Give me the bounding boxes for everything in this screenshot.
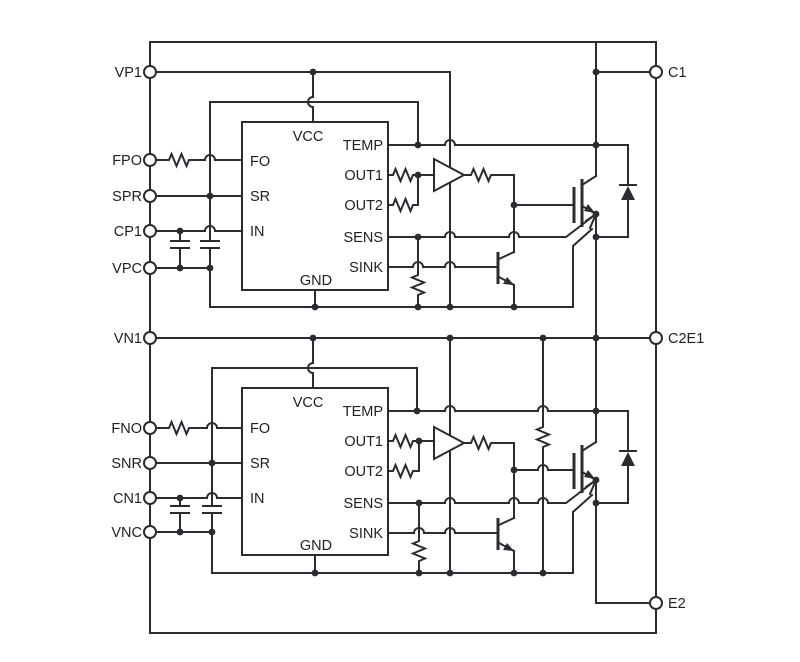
ic-bottom-sens-label: SENS: [344, 496, 384, 512]
terminal-vp1: [143, 65, 157, 79]
wires-bottom-section: [155, 337, 651, 604]
ic-top-vcc-label: VCC: [293, 129, 324, 145]
terminal-cp1: [143, 224, 157, 238]
wires-top-section: [155, 41, 651, 443]
terminal-c2e1-label: C2E1: [668, 331, 704, 347]
terminal-snr-label: SNR: [111, 456, 142, 472]
terminal-vpc: [143, 261, 157, 275]
ic-bottom-out1-label: OUT1: [344, 434, 383, 450]
module-terminals: [143, 65, 663, 610]
freewheeling-diode-bottom: [595, 410, 637, 504]
terminal-e2: [649, 596, 663, 610]
igbt-top: [572, 174, 598, 227]
terminal-cp1-label: CP1: [114, 224, 142, 240]
terminal-vpc-label: VPC: [112, 261, 142, 277]
terminal-spr-label: SPR: [112, 189, 142, 205]
terminal-fno-label: FNO: [111, 421, 142, 437]
terminal-spr: [143, 189, 157, 203]
ic-top-fo-label: FO: [250, 154, 270, 170]
terminal-vnc: [143, 525, 157, 539]
ic-top-in-label: IN: [250, 224, 265, 240]
terminal-vp1-label: VP1: [115, 65, 142, 81]
driver-ic-bottom: [241, 387, 389, 556]
ic-top-out1-label: OUT1: [344, 168, 383, 184]
driver-ic-bottom-labels: VCC GND FO SR IN TEMP OUT1 OUT2 SENS SIN…: [250, 395, 383, 554]
ic-bottom-in-label: IN: [250, 491, 265, 507]
ic-top-sr-label: SR: [250, 189, 270, 205]
ic-bottom-vcc-label: VCC: [293, 395, 324, 411]
terminal-fpo: [143, 153, 157, 167]
terminal-labels: VP1 FPO SPR CP1 VPC VN1 FNO SNR CN1 VNC …: [111, 65, 704, 612]
terminal-snr: [143, 456, 157, 470]
terminal-fno: [143, 421, 157, 435]
terminal-vn1-label: VN1: [114, 331, 142, 347]
ic-bottom-sink-label: SINK: [349, 526, 383, 542]
ic-bottom-out2-label: OUT2: [344, 464, 383, 480]
ic-bottom-gnd-label: GND: [300, 538, 332, 554]
freewheeling-diode-top: [595, 144, 637, 238]
clamp-transistor-top: [496, 250, 516, 308]
ic-top-sink-label: SINK: [349, 260, 383, 276]
terminal-cn1: [143, 491, 157, 505]
junction-dots: [176, 68, 600, 577]
buffer-amp-bottom: [433, 425, 467, 461]
ic-bottom-temp-label: TEMP: [343, 404, 383, 420]
ic-bottom-sr-label: SR: [250, 456, 270, 472]
terminal-cn1-label: CN1: [113, 491, 142, 507]
terminal-e2-label: E2: [668, 596, 686, 612]
terminal-vn1: [143, 331, 157, 345]
ic-bottom-fo-label: FO: [250, 421, 270, 437]
terminal-c1: [649, 65, 663, 79]
clamp-transistor-bottom: [496, 516, 516, 574]
ic-top-sens-label: SENS: [344, 230, 384, 246]
terminal-c1-label: C1: [668, 65, 687, 81]
ic-top-gnd-label: GND: [300, 273, 332, 289]
ic-top-temp-label: TEMP: [343, 138, 383, 154]
ic-top-out2-label: OUT2: [344, 198, 383, 214]
driver-ic-top: [241, 121, 389, 291]
terminal-fpo-label: FPO: [112, 153, 142, 169]
terminal-vnc-label: VNC: [111, 525, 142, 541]
buffer-amp-top: [433, 157, 467, 193]
terminal-c2e1: [649, 331, 663, 345]
driver-ic-top-labels: VCC GND FO SR IN TEMP OUT1 OUT2 SENS SIN…: [250, 129, 383, 289]
